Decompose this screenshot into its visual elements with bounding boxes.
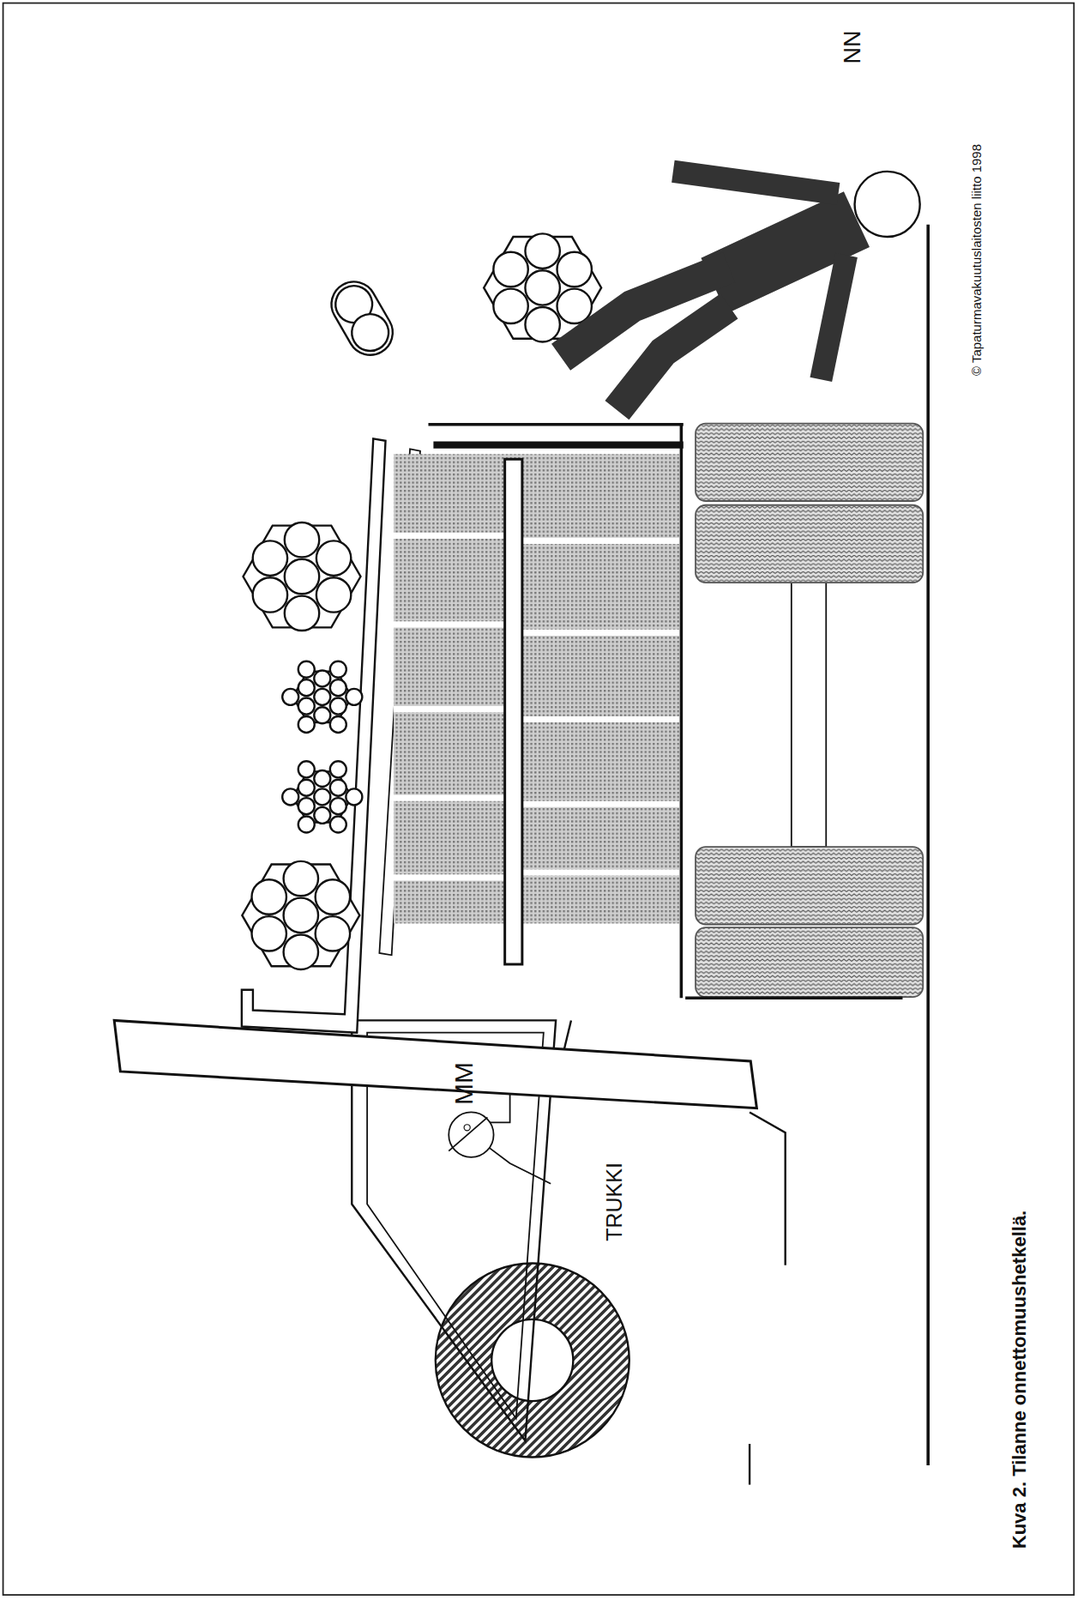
pipe <box>330 797 347 814</box>
pipe <box>283 934 319 970</box>
pipe <box>557 289 592 324</box>
pipe <box>313 706 331 723</box>
pipe <box>283 861 319 896</box>
pipe <box>252 915 287 951</box>
pipe <box>345 688 362 705</box>
pipe <box>284 522 320 557</box>
pipe <box>330 679 347 696</box>
falling-pipes <box>323 273 402 363</box>
pipe <box>524 307 560 342</box>
pipe <box>298 679 315 696</box>
copyright-note: © Tapaturmavakuutuslaitosten liitto 1998 <box>969 144 983 376</box>
pipe <box>298 816 315 833</box>
pipe <box>493 252 528 287</box>
pipe <box>284 596 320 631</box>
pipe <box>524 270 560 305</box>
vehicle-label: TRUKKI <box>602 1162 625 1241</box>
pipe <box>313 788 331 805</box>
pipe <box>298 698 315 715</box>
pipe <box>252 540 288 575</box>
pipe <box>330 698 347 715</box>
pipe <box>315 879 350 914</box>
pipe <box>330 816 347 833</box>
driver-eye <box>448 1116 488 1151</box>
pipe <box>298 716 315 733</box>
victim-label: NN <box>841 30 865 64</box>
pipe <box>557 252 592 287</box>
pipe <box>313 688 331 705</box>
driver-head <box>448 1111 494 1157</box>
pipe <box>298 661 315 678</box>
pipe <box>316 577 351 612</box>
truck-wheel <box>435 1262 630 1457</box>
pipe <box>315 915 350 951</box>
forklift-mast <box>114 1019 757 1108</box>
pipe <box>330 760 347 777</box>
pipe <box>345 788 362 805</box>
chassis-line <box>749 1111 786 1265</box>
figure-caption: Kuva 2. Tilanne onnettomuushetkellä. <box>1010 1210 1030 1548</box>
operator-label: MM <box>451 1061 477 1105</box>
pipe <box>313 806 331 824</box>
pipe <box>330 779 347 796</box>
pipe <box>282 788 299 805</box>
pipe <box>493 289 528 324</box>
pipe <box>252 577 288 612</box>
pipe <box>283 897 319 933</box>
frame <box>3 3 1075 1595</box>
fork <box>241 438 386 1032</box>
pipe <box>298 797 315 814</box>
driver-eye <box>463 1124 470 1131</box>
pipe <box>524 233 560 268</box>
pipe <box>282 688 299 705</box>
chassis-line <box>748 1443 751 1485</box>
pipe <box>313 669 331 687</box>
pipe <box>298 779 315 796</box>
driver-body <box>489 1147 551 1184</box>
pipe <box>330 716 347 733</box>
person-nn <box>560 171 921 410</box>
ground-line <box>926 224 930 1465</box>
trailer-wheels <box>685 423 923 999</box>
pipe <box>252 879 287 914</box>
pipe <box>330 661 347 678</box>
pipe <box>313 770 331 787</box>
pipe <box>284 559 320 594</box>
pipe <box>316 540 351 575</box>
load-rack <box>393 424 684 998</box>
pipe <box>298 760 315 777</box>
